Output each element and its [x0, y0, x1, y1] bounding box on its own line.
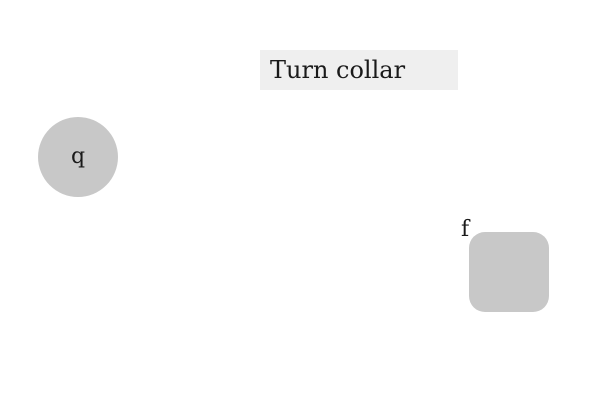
- square-control-key-label: f: [461, 217, 470, 242]
- instruction-banner: Turn collar: [260, 50, 458, 90]
- round-control-button[interactable]: q: [38, 117, 118, 197]
- round-control-key-label: q: [70, 143, 86, 169]
- square-control-button[interactable]: [469, 232, 549, 312]
